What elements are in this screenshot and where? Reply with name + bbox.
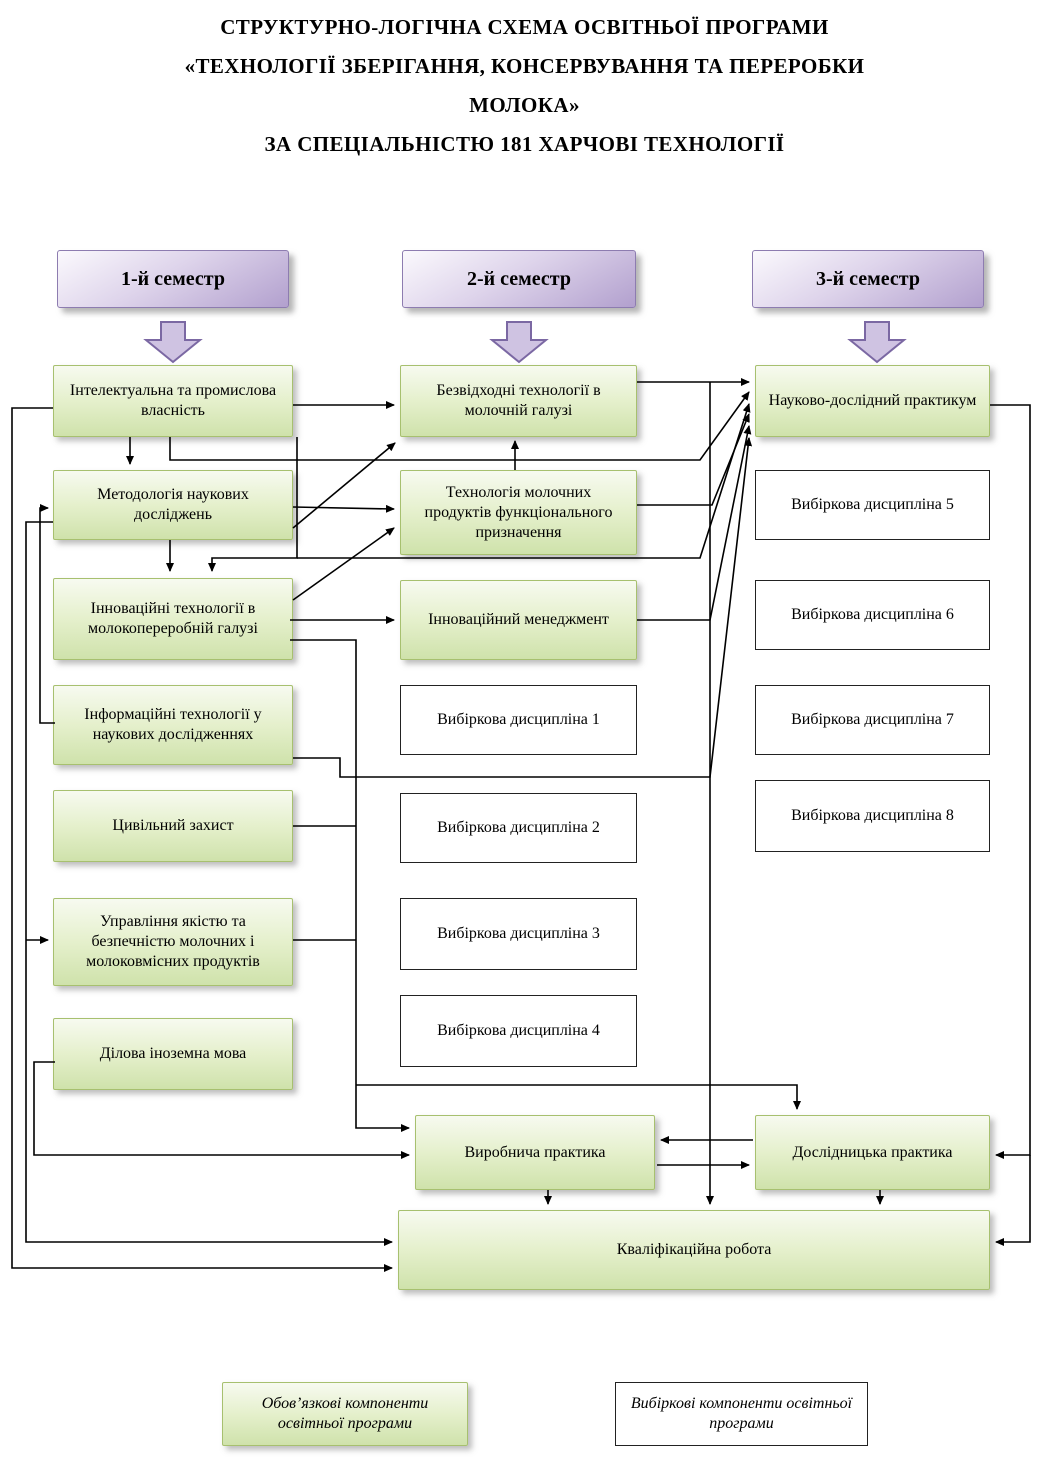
title-line-2: «ТЕХНОЛОГІЇ ЗБЕРІГАННЯ, КОНСЕРВУВАННЯ ТА… [184, 53, 865, 78]
connector-arrow [292, 504, 395, 513]
qualification-work-box: Кваліфікаційна робота [398, 1210, 990, 1290]
course-research-methodology: Методологія наукових досліджень [53, 470, 293, 540]
elective-discipline-7: Вибіркова дисципліна 7 [755, 685, 990, 755]
title-line-1: СТРУКТУРНО-ЛОГІЧНА СХЕМА ОСВІТНЬОЇ ПРОГР… [220, 15, 829, 39]
course-intellectual-property: Інтелектуальна та промислова власність [53, 365, 293, 437]
elective-discipline-5: Вибіркова дисципліна 5 [755, 470, 990, 540]
connector-arrow [637, 413, 750, 506]
connector-arrow [990, 404, 1031, 1159]
course-functional-dairy-products: Технологія молочних продуктів функціонал… [400, 470, 637, 555]
title-line-3: МОЛОКА» [469, 92, 580, 117]
course-it-in-research: Інформаційні технології у наукових дослі… [53, 685, 293, 765]
course-civil-protection: Цивільний захист [53, 790, 293, 862]
connector-arrow [637, 425, 752, 621]
semester-3-header: 3-й семестр [752, 250, 984, 308]
course-business-foreign-lang: Ділова іноземна мова [53, 1018, 293, 1090]
semester-2-header: 2-й семестр [402, 250, 636, 308]
course-innovative-dairy-tech: Інноваційні технології в молокопереробні… [53, 578, 293, 660]
semester-1-header: 1-й семестр [57, 250, 289, 308]
course-zero-waste-dairy: Безвідходні технології в молочній галузі [400, 365, 637, 437]
connector-arrow [290, 639, 410, 1132]
connector-arrow [292, 527, 395, 601]
connector-arrow [995, 1155, 1031, 1246]
course-innovation-management: Інноваційний менеджмент [400, 580, 637, 660]
title-line-4: ЗА СПЕЦІАЛЬНІСТЮ 181 ХАРЧОВІ ТЕХНОЛОГІЇ [264, 131, 785, 156]
elective-discipline-6: Вибіркова дисципліна 6 [755, 580, 990, 650]
diagram-title: СТРУКТУРНО-ЛОГІЧНА СХЕМА ОСВІТНЬОЇ ПРОГР… [0, 8, 1049, 163]
legend-elective-components: Вибіркові компоненти освітньої програми [615, 1382, 868, 1446]
course-research-practicum: Науково-дослідний практикум [755, 365, 990, 437]
elective-discipline-4: Вибіркова дисципліна 4 [400, 995, 637, 1067]
course-quality-safety-mgmt: Управління якістю та безпечністю молочни… [53, 898, 293, 986]
legend-mandatory-components: Обов’язкові компоненти освітньої програм… [222, 1382, 468, 1446]
elective-discipline-2: Вибіркова дисципліна 2 [400, 793, 637, 863]
elective-discipline-1: Вибіркова дисципліна 1 [400, 685, 637, 755]
connector-arrow [292, 442, 396, 529]
elective-discipline-3: Вибіркова дисципліна 3 [400, 898, 637, 970]
connector-arrow [356, 1084, 801, 1110]
down-block-arrow-icon [847, 321, 907, 364]
down-block-arrow-icon [143, 321, 203, 364]
down-block-arrow-icon [489, 321, 549, 364]
research-practice-box: Дослідницька практика [755, 1115, 990, 1190]
production-practice-box: Виробнича практика [415, 1115, 655, 1190]
elective-discipline-8: Вибіркова дисципліна 8 [755, 780, 990, 852]
